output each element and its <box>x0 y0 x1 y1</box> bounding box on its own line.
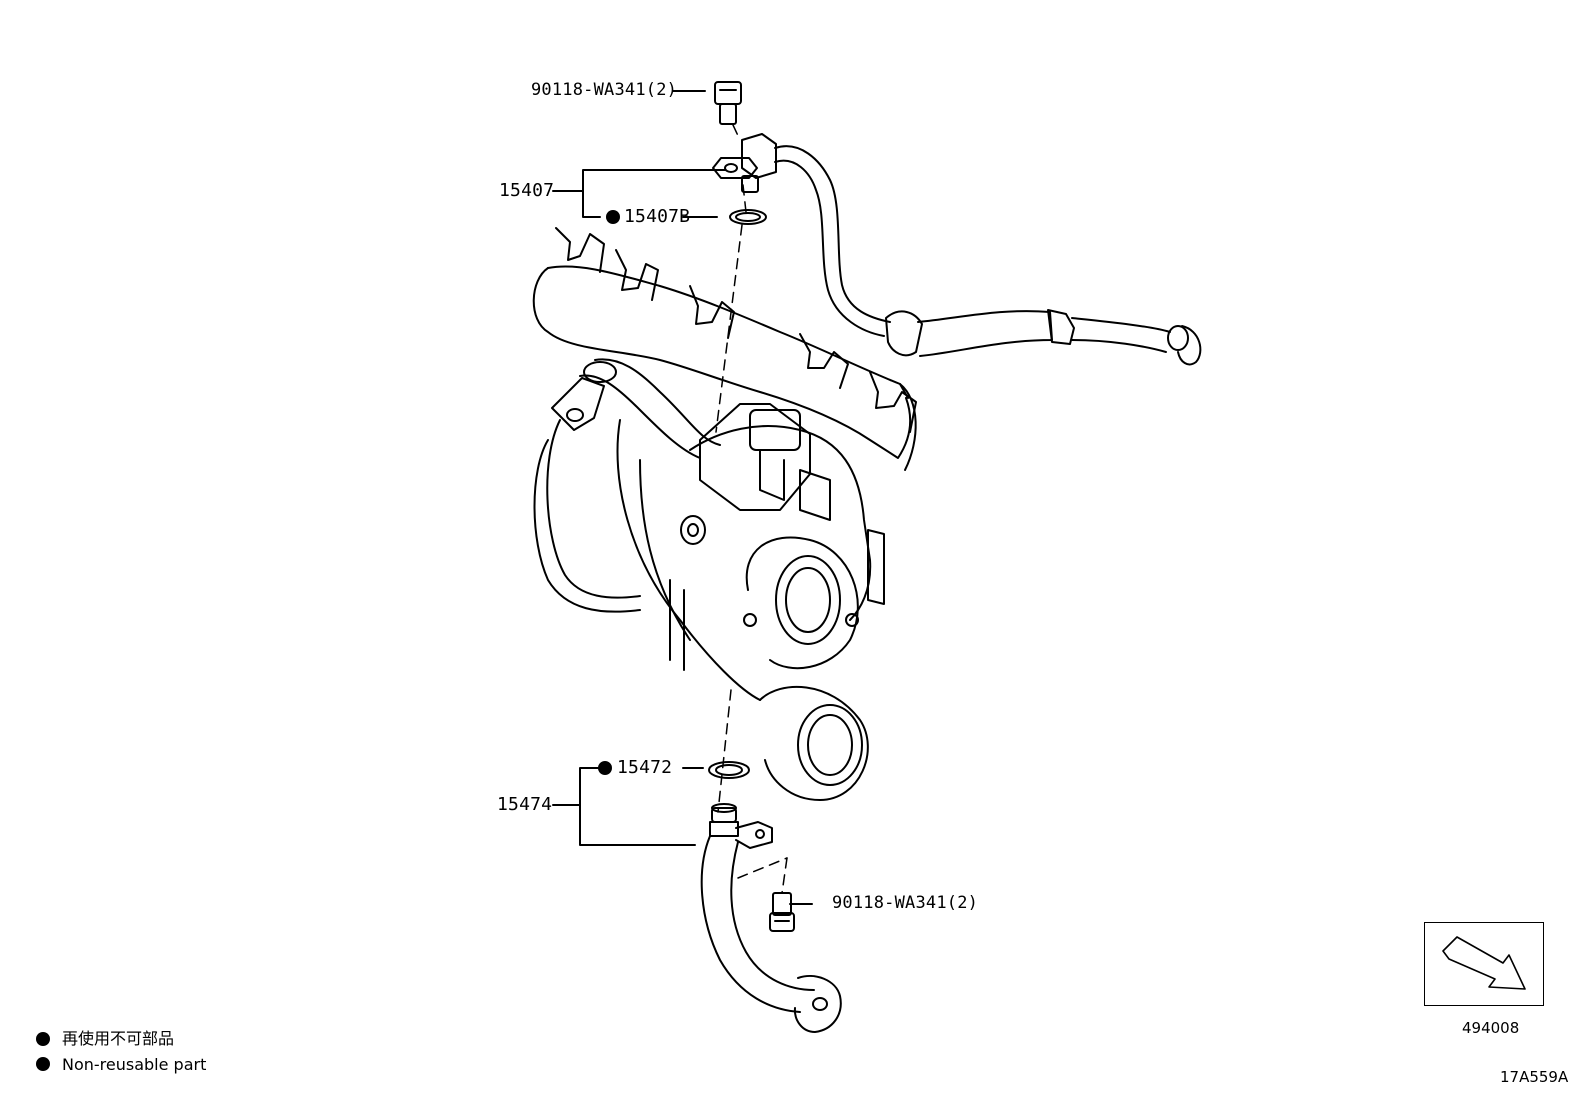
illustration-code: 17A559A <box>1500 1068 1569 1086</box>
gasket-bottom <box>708 761 750 779</box>
leader-lines <box>552 90 813 905</box>
callout-bolt-bottom[interactable]: 90118-WA341(2) <box>832 893 979 913</box>
callout-pipe-assy-bottom[interactable]: 15474 <box>497 794 553 815</box>
bolt-top <box>714 81 742 125</box>
next-page-button[interactable] <box>1424 922 1544 1006</box>
callout-gasket-top[interactable]: 15407B <box>624 206 691 227</box>
callout-pipe-assy-top[interactable]: 15407 <box>499 180 555 201</box>
assembly-centerlines <box>715 124 788 894</box>
callout-bolt-top[interactable]: 90118-WA341(2) <box>531 80 678 100</box>
oil-inlet-pipe <box>712 133 1202 366</box>
oil-return-pipe <box>700 803 842 1033</box>
legend-dot <box>36 1032 50 1046</box>
legend-dot <box>36 1057 50 1071</box>
non-reusable-marker <box>606 210 620 224</box>
arrow-right-down-icon <box>1442 936 1526 990</box>
callout-gasket-bottom[interactable]: 15472 <box>617 757 673 778</box>
gasket-top <box>729 209 767 225</box>
nav-ref-code: 494008 <box>1462 1019 1520 1037</box>
exhaust-manifold <box>532 227 917 471</box>
legend-japanese: 再使用不可部品 <box>62 1029 175 1048</box>
non-reusable-marker <box>598 761 612 775</box>
legend-english: Non-reusable part <box>62 1055 207 1074</box>
bolt-bottom <box>769 892 795 932</box>
turbocharger <box>533 358 885 801</box>
